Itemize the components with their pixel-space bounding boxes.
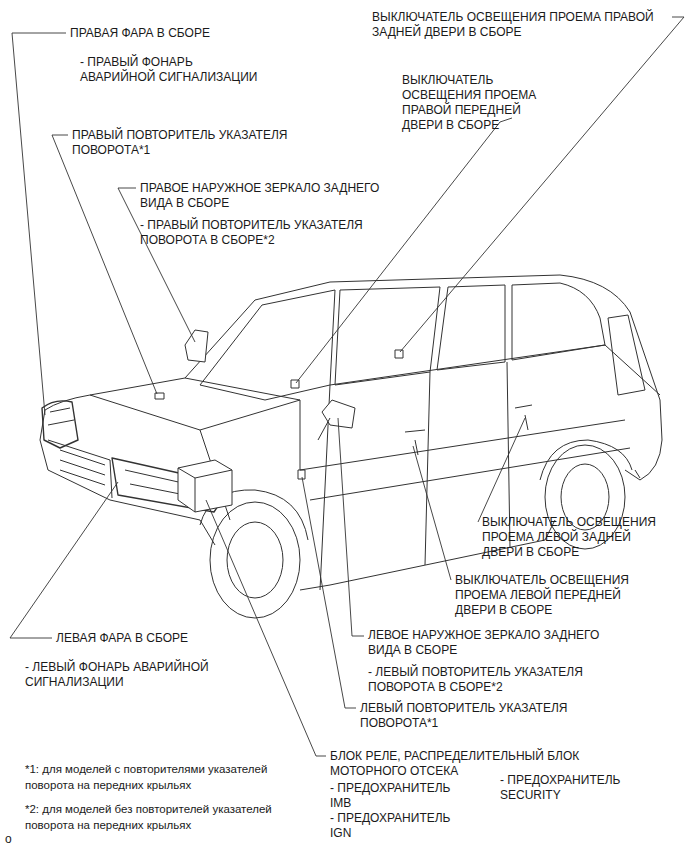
part-label: - ПРЕДОХРАНИТЕЛЬ IMB: [330, 781, 470, 811]
part-label: ПРАВАЯ ФАРА В СБОРЕ: [70, 26, 290, 41]
part-label: - ПРЕДОХРАНИТЕЛЬ IGN: [330, 811, 470, 841]
part-label: ЛЕВЫЙ ПОВТОРИТЕЛЬ УКАЗАТЕЛЯ ПОВОРОТА*1: [360, 701, 615, 731]
part-label: ЛЕВОЕ НАРУЖНОЕ ЗЕРКАЛО ЗАДНЕГО ВИДА В СБ…: [368, 628, 623, 658]
part-label: ВЫКЛЮЧАТЕЛЬ ОСВЕЩЕНИЯ ПРОЕМА ЛЕВОЙ ПЕРЕД…: [455, 573, 651, 618]
part-label: ВЫКЛЮЧАТЕЛЬ ОСВЕЩЕНИЯ ПРОЕМА ПРАВОЙ ПЕРЕ…: [402, 73, 544, 133]
part-label: - ПРАВЫЙ ПОВТОРИТЕЛЬ УКАЗАТЕЛЯ ПОВОРОТА …: [140, 218, 402, 248]
part-label: ВЫКЛЮЧАТЕЛЬ ОСВЕЩЕНИЯ ПРОЕМА ПРАВОЙ ЗАДН…: [372, 10, 670, 40]
part-label: - ЛЕВЫЙ ФОНАРЬ АВАРИЙНОЙ СИГНАЛИЗАЦИИ: [25, 660, 230, 690]
part-label: ПРАВЫЙ ПОВТОРИТЕЛЬ УКАЗАТЕЛЯ ПОВОРОТА*1: [72, 128, 322, 158]
footnote: *1: для моделей с повторителями указател…: [25, 761, 315, 793]
part-label: ПРАВОЕ НАРУЖНОЕ ЗЕРКАЛО ЗАДНЕГО ВИДА В С…: [140, 181, 402, 211]
figure-mark: o: [5, 832, 25, 847]
footnote: *2: для моделей без повторителей указате…: [25, 801, 315, 833]
part-label: ВЫКЛЮЧАТЕЛЬ ОСВЕЩЕНИЯ ПРОЕМА ЛЕВОЙ ЗАДНЕ…: [482, 515, 674, 560]
part-label: ЛЕВАЯ ФАРА В СБОРЕ: [56, 631, 276, 646]
part-label: - ЛЕВЫЙ ПОВТОРИТЕЛЬ УКАЗАТЕЛЯ ПОВОРОТА В…: [368, 665, 623, 695]
part-label: - ПРЕДОХРАНИТЕЛЬ SECURITY: [500, 773, 640, 803]
part-label: - ПРАВЫЙ ФОНАРЬ АВАРИЙНОЙ СИГНАЛИЗАЦИИ: [80, 55, 268, 85]
